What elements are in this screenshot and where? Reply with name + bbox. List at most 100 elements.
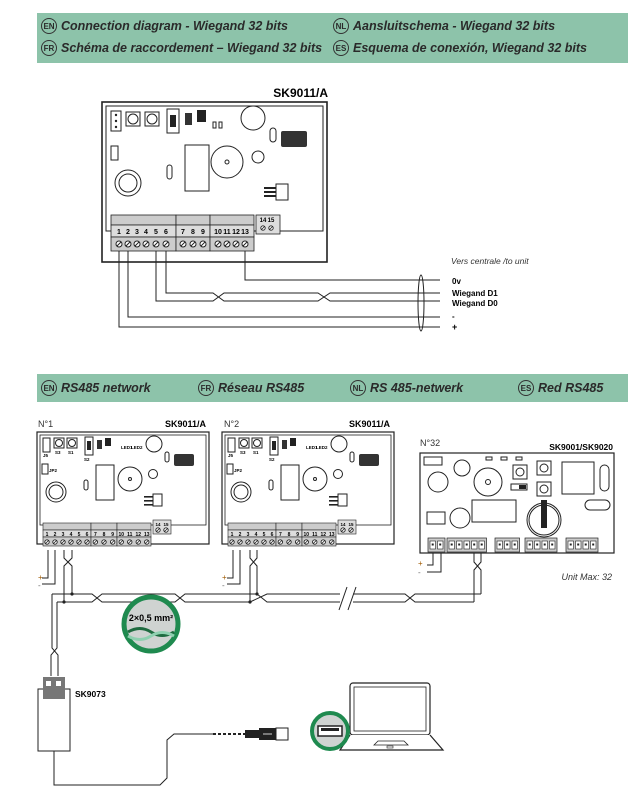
lang-badge: FR: [198, 380, 214, 396]
unit-1-number: N°1: [38, 419, 53, 429]
terminal-screw: [76, 539, 82, 545]
usb-plug-icon: [245, 727, 289, 741]
terminal-screw: [92, 539, 98, 545]
terminal-screw: [329, 539, 335, 545]
terminal-screw: [260, 225, 266, 231]
terminal-number: 12: [135, 532, 141, 538]
terminal-number: 3: [135, 229, 139, 236]
terminal-screw: [320, 539, 326, 545]
converter-label: SK9073: [75, 689, 106, 699]
board-label: S1: [68, 450, 74, 455]
terminal-number: 1: [46, 532, 49, 538]
terminal-screw: [237, 539, 243, 545]
terminal-screw: [135, 539, 141, 545]
terminal-number: 13: [144, 532, 150, 538]
terminal-number: 5: [78, 532, 81, 538]
terminal-number: 14: [340, 522, 346, 527]
terminal-number: 11: [223, 229, 231, 236]
lang-badge: ES: [333, 40, 349, 56]
board-label: LED2: [316, 445, 328, 450]
terminal-screw: [115, 240, 123, 248]
terminal-screw: [179, 240, 187, 248]
terminal-number: 8: [288, 532, 291, 538]
lang-badge: ES: [518, 380, 534, 396]
terminal-number: 6: [271, 532, 274, 538]
signal-d0: Wiegand D0: [452, 299, 498, 308]
board-label: J5: [228, 453, 234, 458]
terminal-number: 7: [181, 229, 185, 236]
lang-badge: NL: [350, 380, 366, 396]
junction-dots: [62, 592, 259, 604]
terminal-screw: [303, 539, 309, 545]
terminal-number: 7: [94, 532, 97, 538]
terminal-screw: [142, 240, 150, 248]
terminal-screw: [214, 240, 222, 248]
terminal-screw: [144, 539, 150, 545]
unit-1-model: SK9011/A: [165, 419, 207, 429]
terminal-screw: [52, 539, 58, 545]
terminal-number: 8: [103, 532, 106, 538]
board-label: LED2: [131, 445, 143, 450]
terminal-screw: [189, 240, 197, 248]
terminal-screw: [199, 240, 207, 248]
terminal-number: 4: [255, 532, 258, 538]
terminal-number: 5: [263, 532, 266, 538]
board-label: JP2: [49, 468, 58, 473]
rs485-wires: [42, 550, 482, 786]
unit-32-number: N°32: [420, 438, 440, 448]
terminal-number: 13: [241, 229, 249, 236]
terminal-number: 11: [312, 532, 318, 538]
terminal-number: 15: [268, 218, 275, 224]
terminal-screw: [68, 539, 74, 545]
board-label: S3: [240, 450, 246, 455]
terminal-number: 10: [118, 532, 124, 538]
terminal-screw: [127, 539, 133, 545]
unit-max-label: Unit Max: 32: [561, 572, 612, 582]
terminal-screw: [110, 539, 116, 545]
terminal-number: 4: [144, 229, 148, 236]
terminal-number: 4: [70, 532, 73, 538]
board-label: S1: [253, 450, 259, 455]
laptop-icon: [338, 682, 445, 751]
signal-minus: -: [452, 312, 455, 321]
terminal-number: 2: [54, 532, 57, 538]
signal-d1: Wiegand D1: [452, 289, 498, 298]
terminal-number: 6: [86, 532, 89, 538]
terminal-number: 3: [62, 532, 65, 538]
cable-spec: 2×0,5 mm²: [129, 613, 173, 623]
terminal-screw: [232, 240, 240, 248]
terminal-screw: [162, 240, 170, 248]
terminal-number: 12: [320, 532, 326, 538]
terminal-screw: [101, 539, 107, 545]
terminal-screw: [348, 527, 354, 533]
terminal-screw: [118, 539, 124, 545]
board-label: S2: [269, 457, 275, 462]
terminal-screw: [261, 539, 267, 545]
terminal-number: 9: [201, 229, 205, 236]
terminal-number: 15: [348, 522, 354, 527]
board-label: J5: [43, 453, 49, 458]
wiegand-header-band: [37, 13, 628, 63]
terminal-screw: [241, 240, 249, 248]
terminal-number: 1: [117, 229, 121, 236]
unit-2-model: SK9011/A: [349, 419, 391, 429]
signal-0v: 0v: [452, 277, 461, 286]
terminal-number: 9: [111, 532, 114, 538]
board-label: JP2: [234, 468, 243, 473]
lang-badge: EN: [41, 18, 57, 34]
unit-32-minus: -: [418, 568, 421, 577]
unit-2-number: N°2: [224, 419, 239, 429]
board-label: LED1: [306, 445, 318, 450]
destination-label: Vers centrale /to unit: [451, 256, 529, 266]
terminal-screw: [295, 539, 301, 545]
terminal-screw: [223, 240, 231, 248]
terminal-number: 12: [232, 229, 240, 236]
